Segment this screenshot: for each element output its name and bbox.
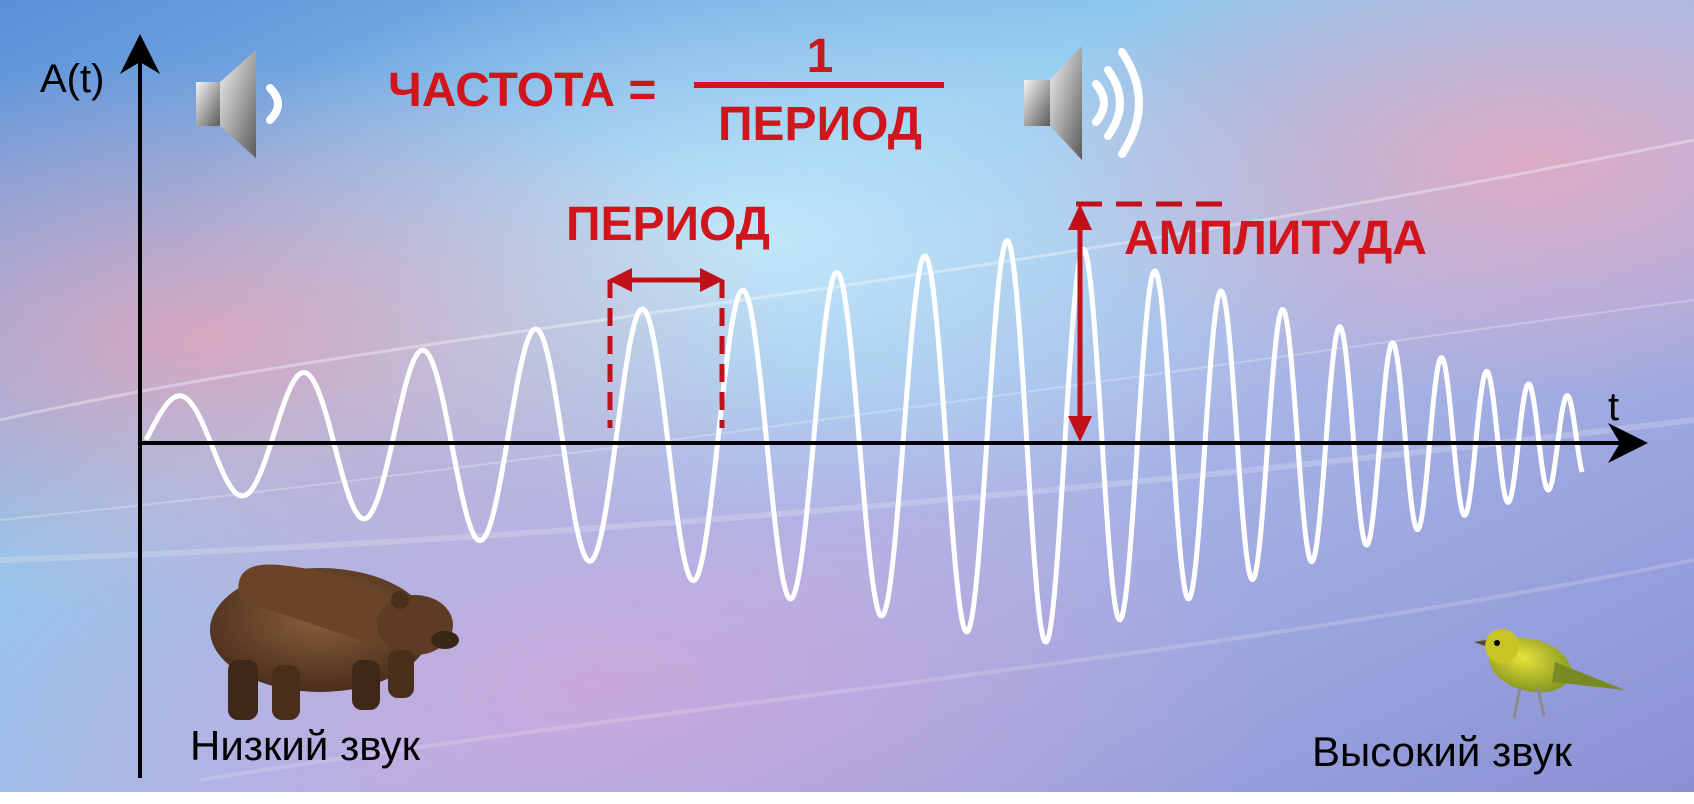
formula-denominator: ПЕРИОД [718,98,922,151]
high-sound-label: Высокий звук [1312,728,1573,775]
speaker-low-volume-icon [196,50,282,158]
speaker-high-volume-icon [1024,46,1143,160]
amplitude-label: АМПЛИТУДА [1124,212,1427,265]
formula-left: ЧАСТОТА = [388,64,656,117]
formula-numerator: 1 [807,30,834,83]
bird-icon [1474,629,1625,719]
period-label: ПЕРИОД [566,198,770,251]
period-double-arrow [608,268,724,292]
x-axis-label: t [1608,385,1619,429]
bear-icon [210,564,459,720]
amplitude-double-arrow [1068,204,1092,442]
low-sound-label: Низкий звук [190,722,421,769]
y-axis-label: A(t) [40,57,104,101]
sound-waveform [143,238,1585,645]
